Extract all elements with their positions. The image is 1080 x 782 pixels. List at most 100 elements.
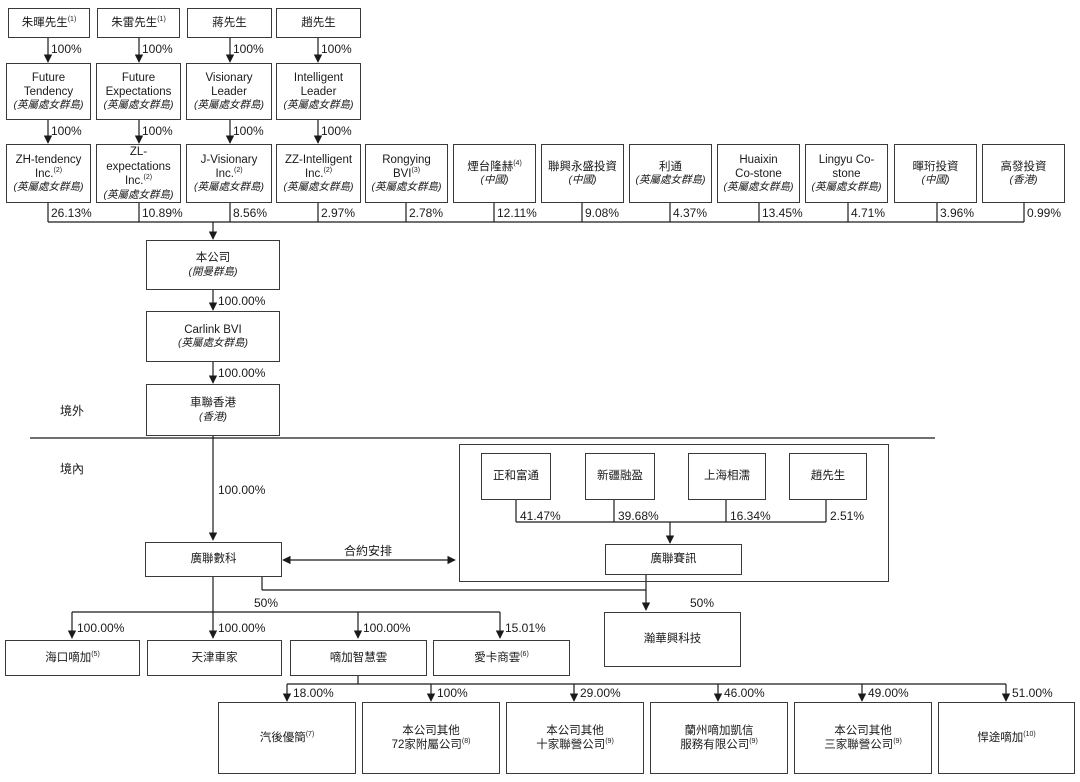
- vie-group-frame: [459, 444, 889, 582]
- sub-name: 海口嘀加(5): [45, 650, 100, 664]
- sub-box: 嘀加智慧雲: [290, 640, 427, 676]
- shareholder-box: Rongying BVI(3) (英屬處女群島): [365, 144, 448, 203]
- shareholder-box: ZZ-Intelligent Inc.(2) (英屬處女群島): [276, 144, 361, 203]
- holder-box-jiang: 蔣先生: [187, 8, 272, 38]
- shareholder-name: J-Visionary Inc.(2): [200, 153, 258, 180]
- company-box: 本公司 (開曼群島): [146, 240, 280, 290]
- shareholding-pct: 9.08%: [585, 206, 620, 220]
- pct-label: 100%: [233, 42, 264, 56]
- shareholder-box: 利通 (英屬處女群島): [629, 144, 712, 203]
- shareholder-jurisdiction: (香港): [1009, 174, 1038, 187]
- sub-box: 海口嘀加(5): [5, 640, 140, 676]
- shareholder-jurisdiction: (英屬處女群島): [13, 181, 84, 194]
- sub-pct: 100.00%: [363, 621, 411, 635]
- bottom-entity-line1: 本公司其他: [546, 724, 604, 737]
- pct-label: 100%: [321, 124, 352, 138]
- shareholding-pct: 12.11%: [497, 206, 537, 220]
- entity-box-future-expectations: Future Expectations (英屬處女群島): [96, 63, 181, 120]
- bottom-entity-line1: 蘭州嘀加凱信: [684, 724, 754, 737]
- vie-pct: 39.68%: [618, 509, 659, 523]
- bottom-entity-box: 本公司其他 三家聯營公司(9): [794, 702, 932, 774]
- shareholder-box: ZH-tendency Inc.(2) (英屬處女群島): [6, 144, 91, 203]
- shareholding-pct: 2.78%: [409, 206, 444, 220]
- vie-holder-box: 新疆融盈: [585, 453, 655, 500]
- shareholder-name: ZL-expectations Inc.(2): [106, 146, 171, 188]
- sub-pct: 100.00%: [218, 621, 266, 635]
- shareholder-box: Huaixin Co-stone (英屬處女群島): [717, 144, 800, 203]
- wfoe-name: 廣聯數科: [190, 553, 237, 566]
- hk-name: 車聯香港: [190, 397, 236, 410]
- jv-name: 瀚華興科技: [643, 633, 702, 646]
- carlink-name: Carlink BVI: [184, 323, 242, 336]
- vie-holder-name: 趙先生: [810, 470, 846, 483]
- vie-pct: 2.51%: [830, 509, 865, 523]
- shareholder-box: Lingyu Co-stone (英屬處女群島): [805, 144, 888, 203]
- shareholding-pct: 0.99%: [1027, 206, 1062, 220]
- bottom-entity-box: 蘭州嘀加凱信 服務有限公司(9): [650, 702, 788, 774]
- shareholder-name: Huaixin Co-stone: [735, 153, 782, 180]
- bottom-entity-box: 本公司其他 十家聯營公司(9): [506, 702, 644, 774]
- offshore-label: 境外: [60, 404, 85, 418]
- shareholder-jurisdiction: (英屬處女群島): [811, 181, 882, 194]
- holder-name: 趙先生: [301, 16, 336, 29]
- entity-box-intelligent-leader: Intelligent Leader (英屬處女群島): [276, 63, 361, 120]
- shareholder-box: J-Visionary Inc.(2) (英屬處女群島): [186, 144, 272, 203]
- entity-name: Intelligent Leader: [293, 71, 344, 98]
- carlink-hk-box: 車聯香港 (香港): [146, 384, 280, 436]
- shareholding-pct: 4.71%: [851, 206, 886, 220]
- entity-jurisdiction: (英屬處女群島): [283, 99, 354, 112]
- holder-name: 朱雷先生: [111, 16, 158, 29]
- bottom-pct: 49.00%: [868, 686, 909, 700]
- shareholder-name: ZH-tendency Inc.(2): [15, 153, 82, 180]
- shareholding-pct: 26.13%: [51, 206, 92, 220]
- jv-box: 瀚華興科技: [604, 612, 741, 667]
- shareholder-box: 煙台隆赫(4) (中國): [453, 144, 536, 203]
- pct-label: 100%: [51, 42, 82, 56]
- holder-name: 朱暉先生: [21, 16, 68, 29]
- bottom-entity-line2: 三家聯營公司(9): [824, 738, 902, 751]
- jv-pct-left: 50%: [254, 596, 279, 610]
- shareholding-pct: 10.89%: [142, 206, 183, 220]
- bottom-pct: 51.00%: [1012, 686, 1053, 700]
- vie-holder-name: 新疆融盈: [597, 470, 643, 483]
- pct-label: 100%: [51, 124, 82, 138]
- sub-name: 愛卡商雲(6): [474, 650, 529, 664]
- pct-label: 100.00%: [218, 294, 266, 308]
- vie-holder-name: 上海相濡: [704, 470, 750, 483]
- bottom-pct: 18.00%: [293, 686, 334, 700]
- shareholder-jurisdiction: (中國): [921, 174, 950, 187]
- bottom-entity-name: 汽後優簡(7): [259, 730, 315, 744]
- company-jurisdiction: (開曼群島): [188, 265, 238, 278]
- sub-name: 天津車家: [191, 651, 238, 664]
- sub-name: 嘀加智慧雲: [329, 651, 388, 664]
- pct-label: 100%: [321, 42, 352, 56]
- shareholder-jurisdiction: (中國): [568, 174, 597, 187]
- shareholder-name: Rongying BVI(3): [382, 153, 431, 180]
- vie-holder-box: 趙先生: [789, 453, 867, 500]
- shareholder-box: 聯興永盛投資 (中國): [541, 144, 624, 203]
- bottom-entity-line1: 本公司其他: [834, 724, 892, 737]
- vie-holder-box: 上海相濡: [688, 453, 766, 500]
- holder-box-zhao: 趙先生: [276, 8, 361, 38]
- vie-holder-box: 正和富通: [481, 453, 551, 500]
- holder-box-zhu-lei: 朱雷先生(1): [97, 8, 180, 38]
- sub-box: 天津車家: [147, 640, 282, 676]
- holder-name: 蔣先生: [212, 16, 247, 29]
- onshore-label: 境內: [60, 462, 85, 476]
- shareholder-name: 利通: [659, 160, 682, 173]
- pct-label: 100%: [142, 42, 173, 56]
- shareholder-box: 暉珩投資 (中國): [894, 144, 977, 203]
- shareholder-box: 高發投資 (香港): [982, 144, 1065, 203]
- bottom-entity-name: 悍途嘀加(10): [977, 730, 1036, 744]
- wfoe-box: 廣聯數科: [145, 542, 282, 577]
- hk-jurisdiction: (香港): [199, 410, 227, 423]
- bottom-pct: 46.00%: [724, 686, 765, 700]
- footnote: (1): [157, 15, 166, 23]
- carlink-jurisdiction: (英屬處女群島): [178, 337, 248, 350]
- pct-label: 100.00%: [218, 366, 266, 380]
- pct-label: 100.00%: [218, 483, 266, 497]
- bottom-entity-box: 汽後優簡(7): [218, 702, 356, 774]
- bottom-entity-line1: 本公司其他: [402, 724, 460, 737]
- contract-label: 合約安排: [344, 544, 393, 558]
- shareholder-jurisdiction: (英屬處女群島): [371, 181, 442, 194]
